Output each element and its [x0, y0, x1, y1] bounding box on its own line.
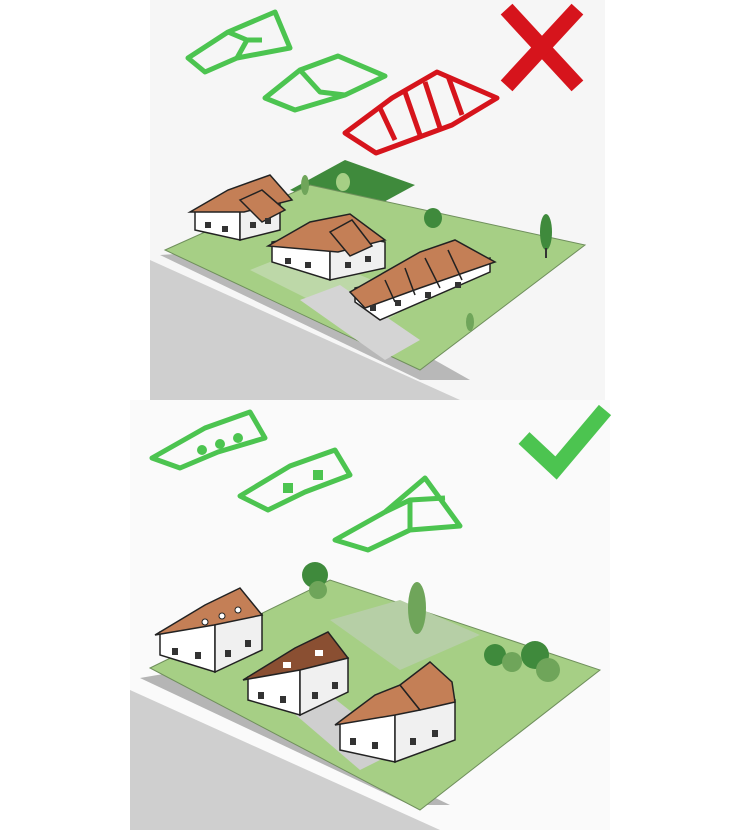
correct-example-panel — [0, 400, 731, 830]
incorrect-example-panel — [0, 0, 731, 400]
tree — [424, 208, 442, 228]
tree — [336, 173, 350, 191]
tree — [301, 175, 309, 195]
tree — [466, 313, 474, 331]
tree — [502, 652, 522, 672]
tree — [408, 582, 426, 634]
